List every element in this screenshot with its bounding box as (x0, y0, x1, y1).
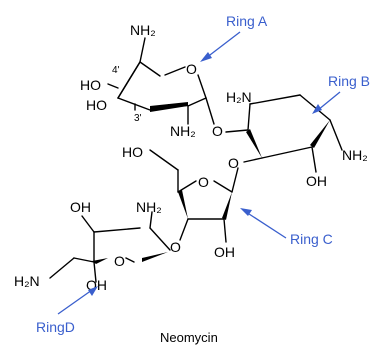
ring-b-h2n: H₂N (226, 89, 252, 105)
ring-c-arrowhead (240, 208, 252, 216)
ring-a-glycosidic-oxygen: O (212, 123, 223, 139)
ring-a-structure (107, 37, 215, 125)
ring-b-arrow (317, 91, 341, 111)
ring-d-arrowhead (88, 286, 98, 296)
ring-c-glycosidic-oxygen: O (170, 239, 181, 255)
ring-b-arrowhead (312, 104, 322, 114)
ring-d-oxygen: O (114, 253, 125, 269)
ring-b-glycosidic-oxygen: O (228, 155, 239, 171)
ring-c-structure (149, 149, 239, 243)
ring-a-oxygen: O (186, 61, 197, 77)
ring-d-arrow (57, 289, 93, 315)
ring-d-nh2: NH₂ (136, 199, 162, 215)
ring-c-oh: OH (214, 244, 235, 260)
ring-a-nh2-bottom: NH₂ (170, 123, 196, 139)
ring-d-label: RingD (36, 319, 75, 335)
ring-c-oxygen: O (198, 174, 209, 190)
ring-c-label: Ring C (290, 231, 333, 247)
compound-name: Neomycin (160, 330, 218, 345)
ring-d-structure (49, 211, 171, 283)
ring-b-structure (225, 94, 343, 173)
ring-a-nh2: NH₂ (130, 22, 156, 38)
ring-d-oh-top: OH (70, 199, 91, 215)
ring-b-oh: OH (306, 173, 327, 189)
ring-c-arrow (245, 211, 287, 239)
ring-a-ho-top: HO (80, 77, 101, 93)
ring-a-ho-bottom: HO (86, 97, 107, 113)
ring-a-label: Ring A (226, 13, 268, 29)
ring-b-nh2: NH₂ (342, 147, 368, 163)
ring-a-arrow (205, 31, 241, 59)
ring-a-position-3: 3' (134, 113, 142, 124)
ring-a-arrowhead (200, 52, 212, 62)
ring-a-position-4: 4' (112, 65, 120, 76)
ring-b-label: Ring B (328, 73, 370, 89)
ring-c-ho: HO (122, 144, 143, 160)
ring-d-h2n: H₂N (14, 273, 40, 289)
